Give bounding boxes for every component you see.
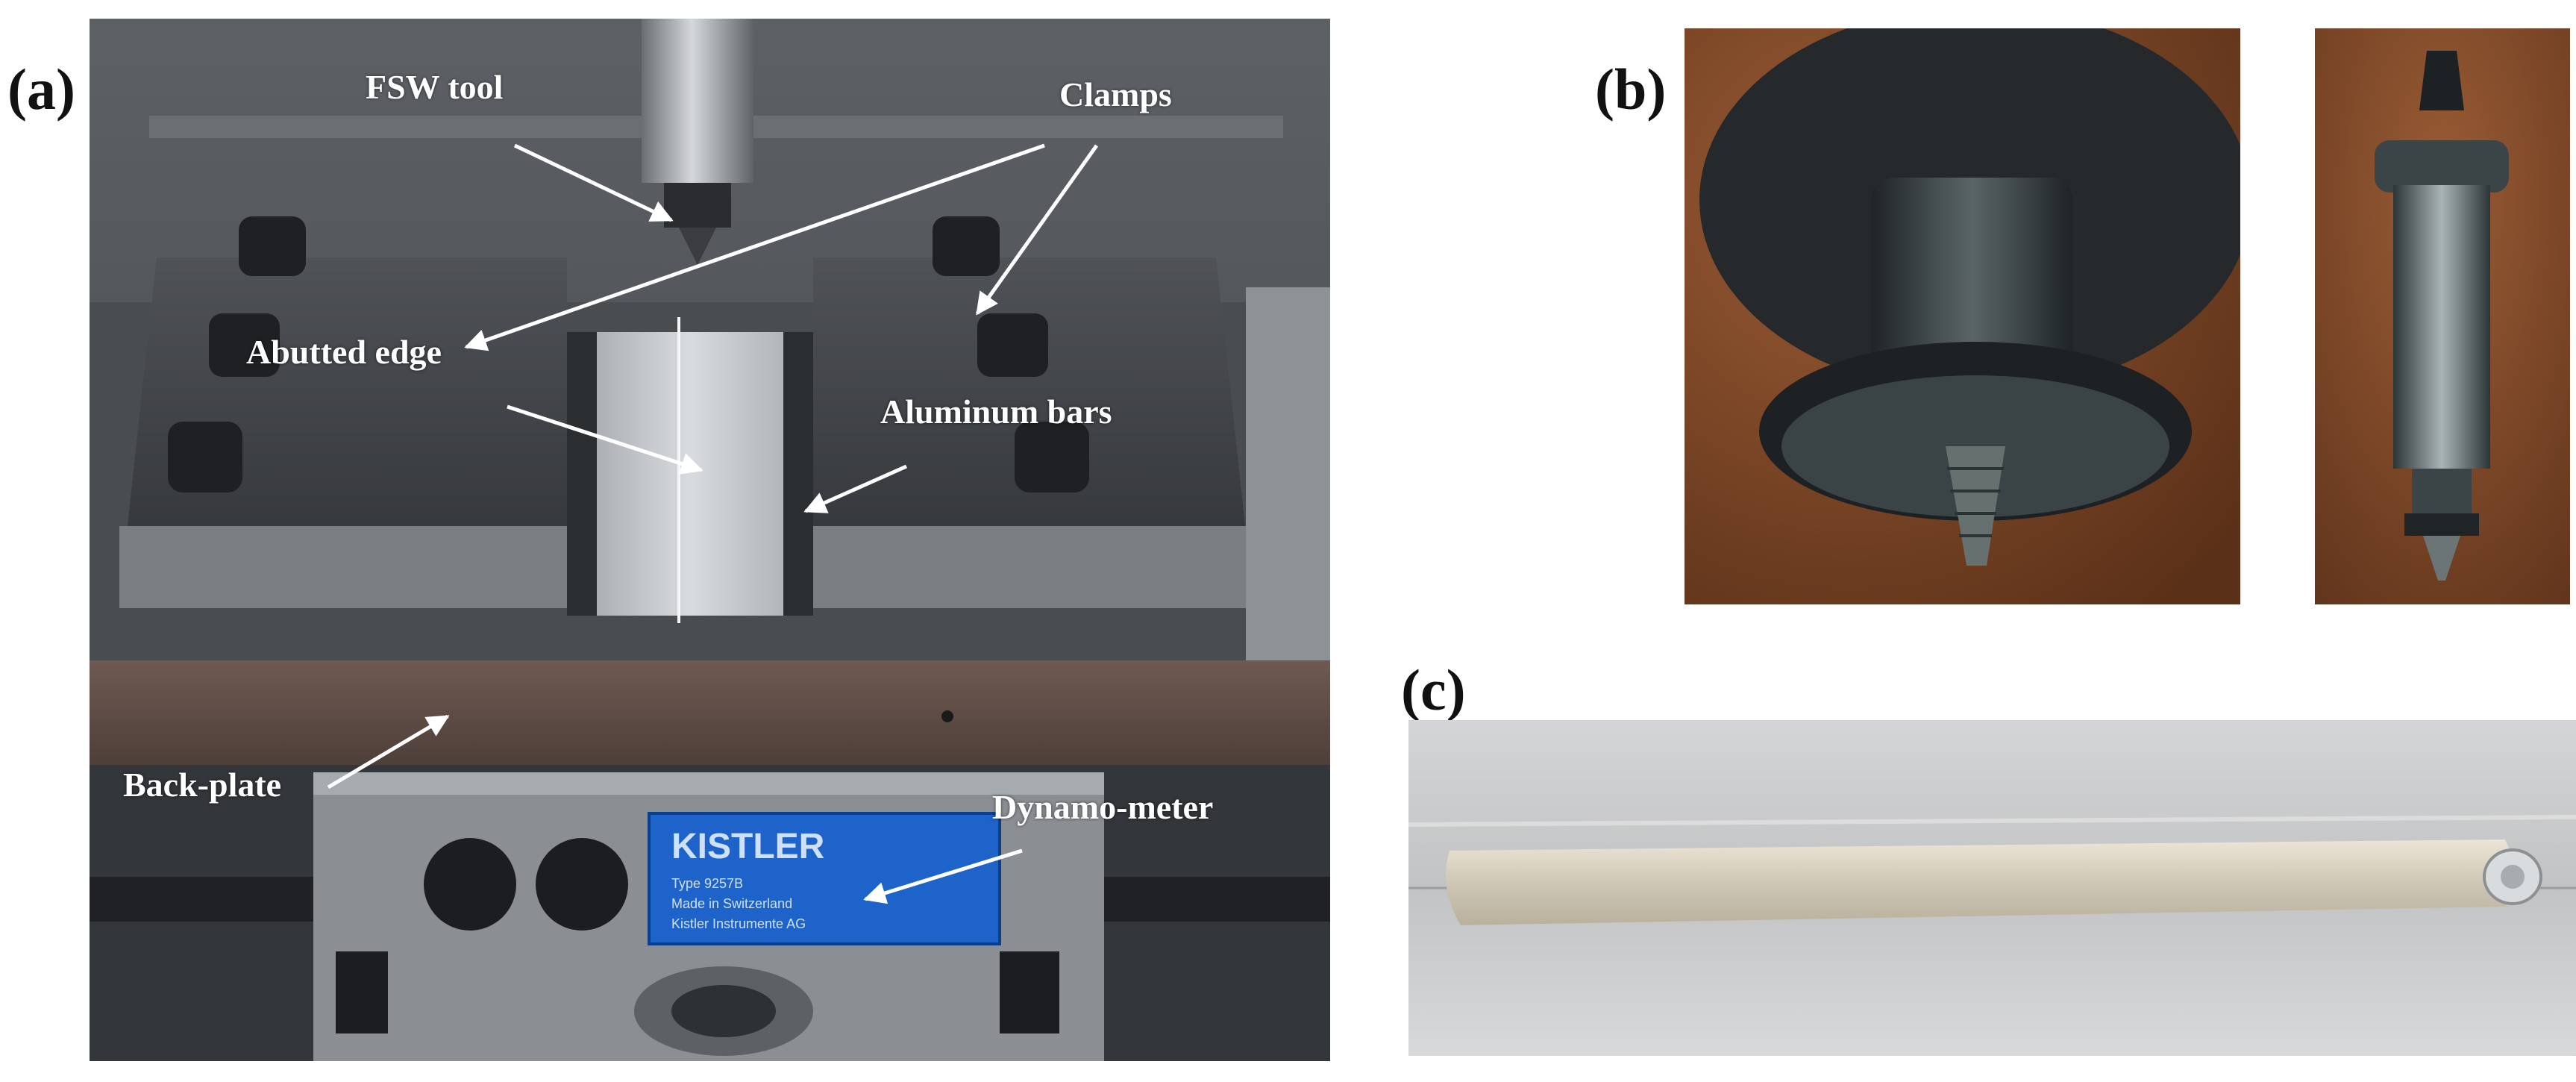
fsw-setup-photo: KISTLER Type 9257B Made in Switzerland K… [90, 19, 1330, 1061]
tool-closeup-photo [1685, 28, 2240, 604]
kistler-brand-text: KISTLER [671, 827, 824, 866]
panel-label-b: (b) [1595, 57, 1667, 122]
callout-dynamometer: Dynamo-meter [992, 788, 1214, 826]
tool-full-photo [2315, 28, 2570, 604]
callout-fsw-tool: FSW tool [366, 68, 504, 106]
svg-text:Type 9257B: Type 9257B [671, 876, 743, 891]
weld-bead-photo [1408, 720, 2576, 1056]
panel-label-a: (a) [7, 57, 75, 122]
callout-clamps: Clamps [1059, 75, 1172, 113]
callout-abutted-edge: Abutted edge [246, 333, 442, 371]
callout-aluminum-bars: Aluminum bars [880, 393, 1112, 431]
callout-back-plate: Back-plate [123, 766, 282, 804]
svg-text:Made in Switzerland: Made in Switzerland [671, 896, 792, 911]
svg-text:Kistler Instrumente AG: Kistler Instrumente AG [671, 916, 806, 931]
panel-label-c: (c) [1401, 657, 1466, 722]
